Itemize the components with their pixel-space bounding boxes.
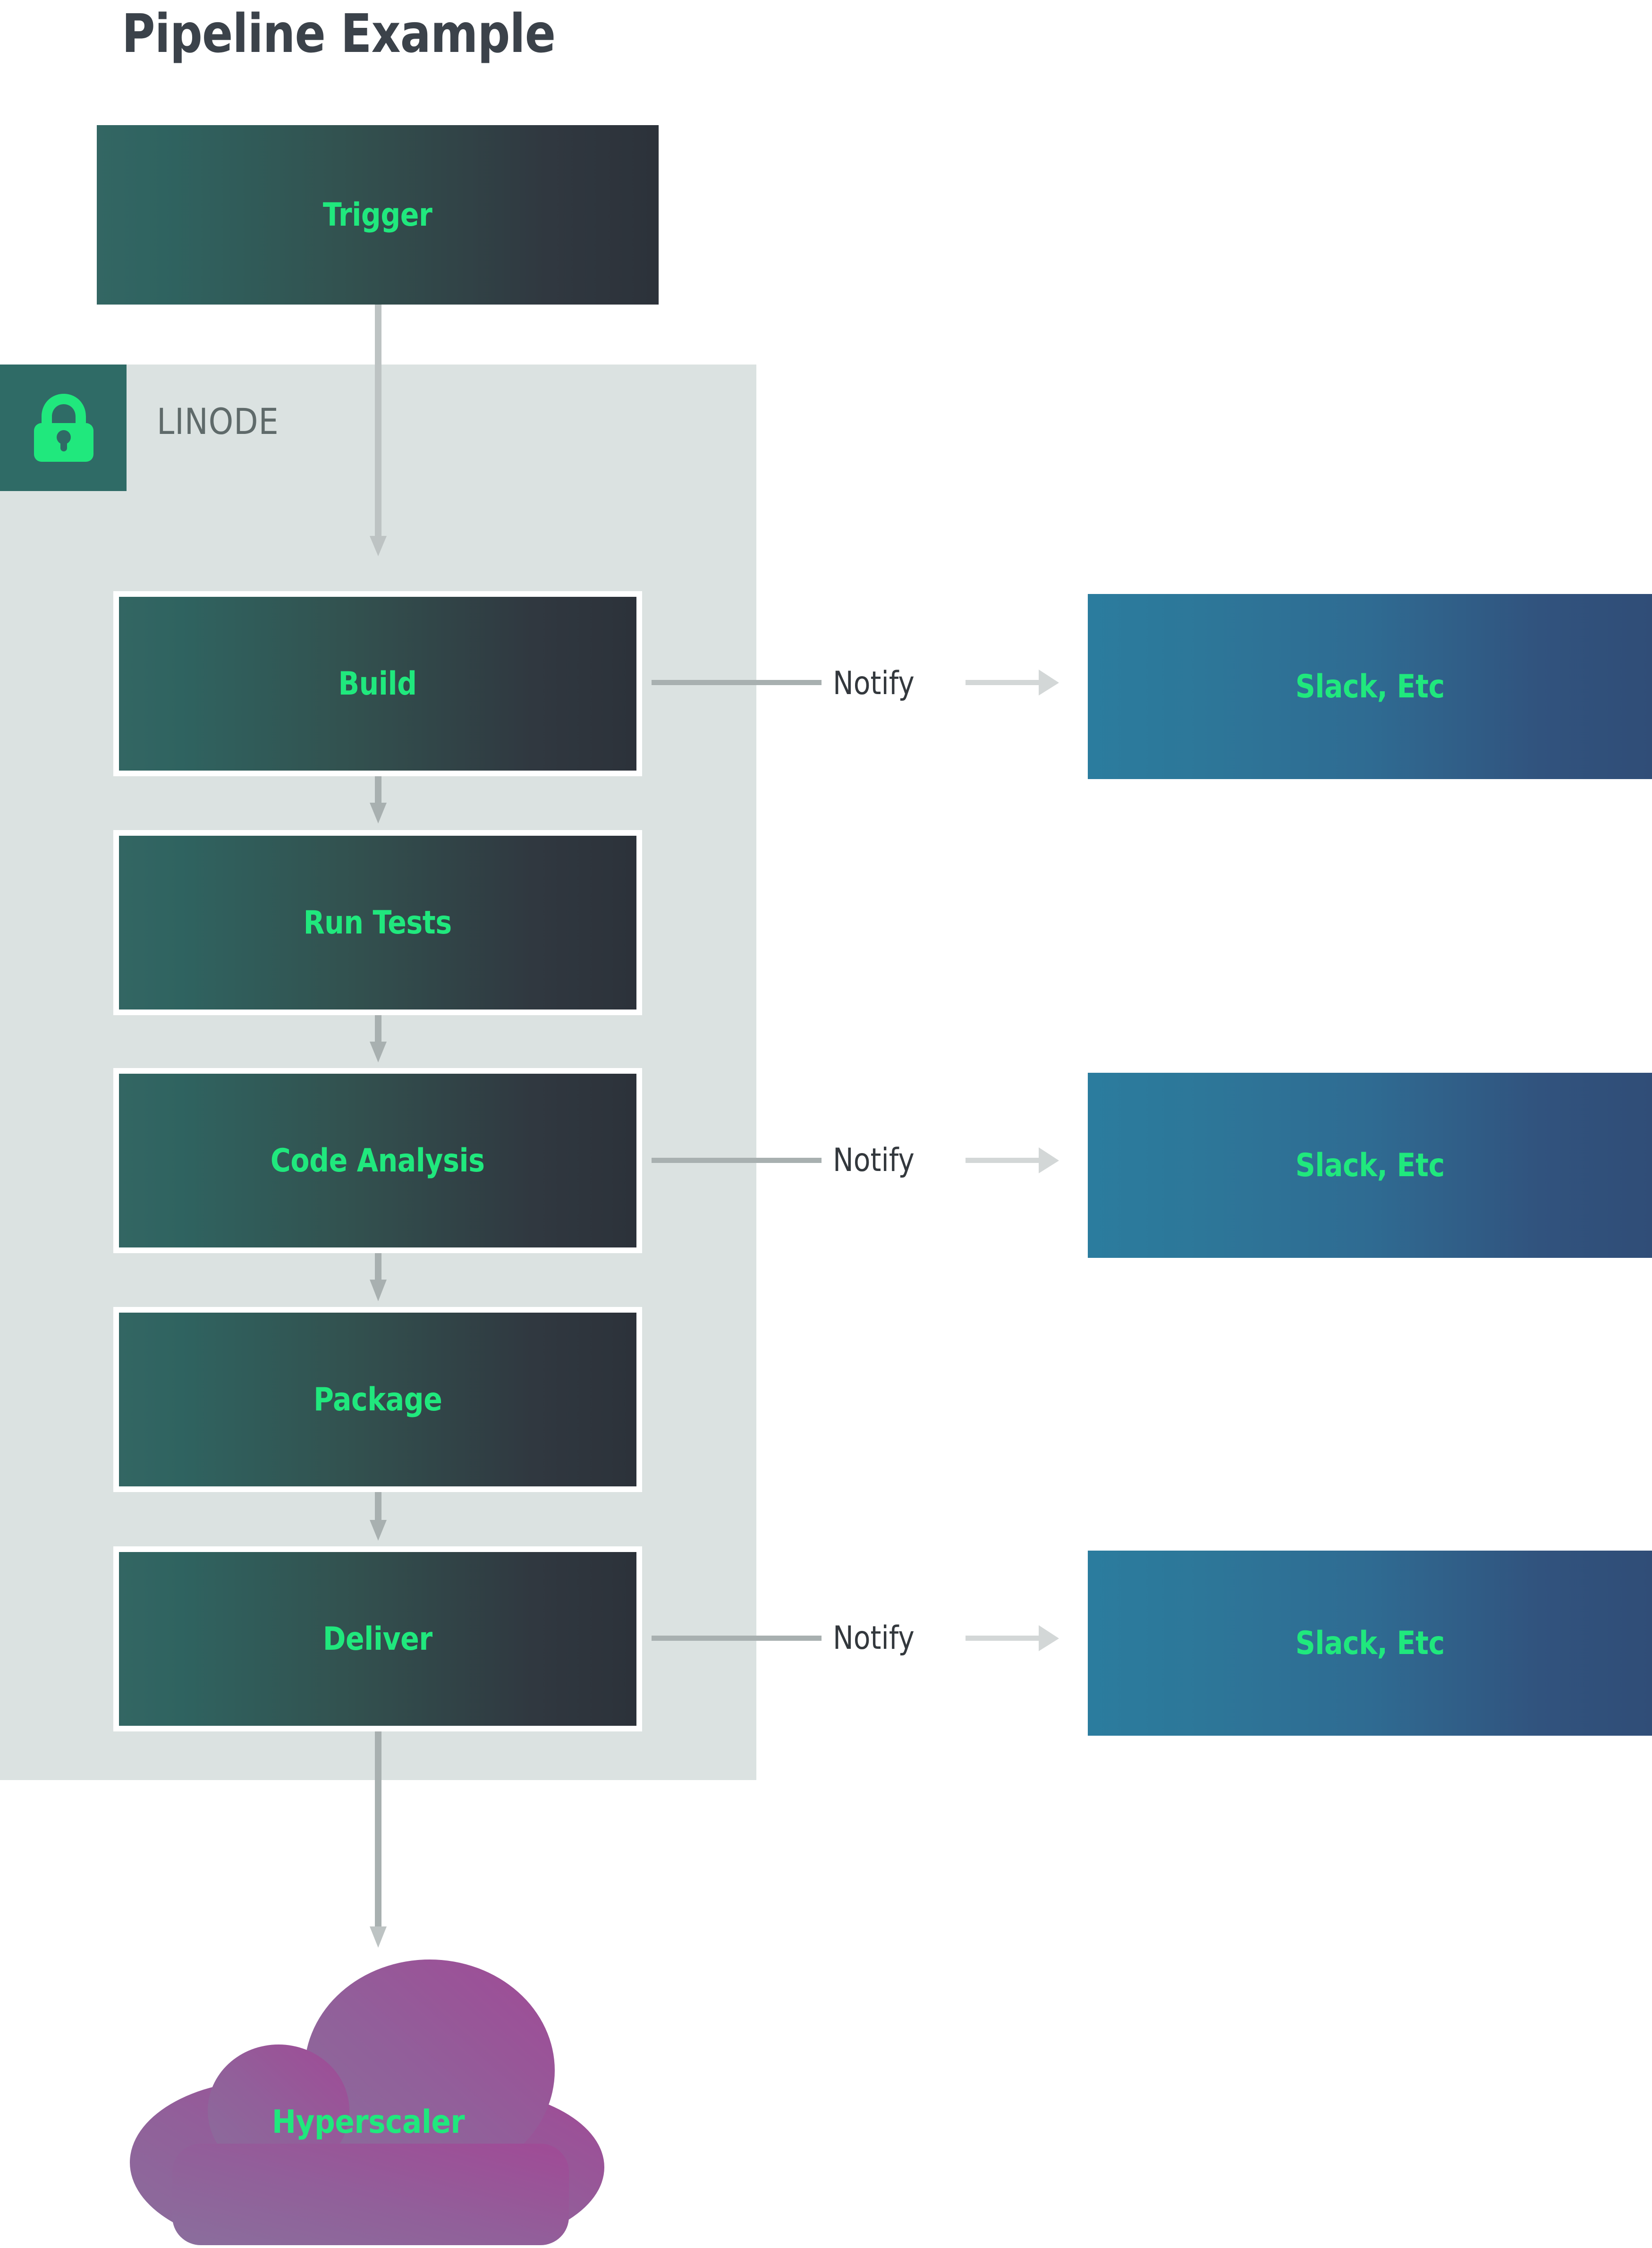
stage-box-deliver[interactable]: Deliver	[113, 1546, 642, 1731]
stage-box-run-tests[interactable]: Run Tests	[113, 830, 642, 1015]
stage-box-trigger[interactable]: Trigger	[97, 125, 659, 305]
notify-edge-label-2: Notify	[833, 1142, 915, 1179]
notify-target-box-2[interactable]: Slack, Etc	[1088, 1073, 1652, 1258]
linode-zone-label: LINODE	[157, 400, 279, 442]
stage-box-package[interactable]: Package	[113, 1307, 642, 1492]
notify-edge-label-1: Notify	[833, 665, 915, 702]
notify-target-box-3[interactable]: Slack, Etc	[1088, 1551, 1652, 1736]
lock-icon-badge	[0, 365, 127, 491]
stage-label: Package	[313, 1381, 442, 1418]
lock-icon	[34, 394, 93, 462]
stage-label: Run Tests	[303, 904, 452, 942]
destination-cloud-shape[interactable]	[127, 1955, 609, 2245]
page-title: Pipeline Example	[122, 3, 556, 65]
destination-label: Hyperscaler	[271, 2104, 465, 2141]
stage-box-code-analysis[interactable]: Code Analysis	[113, 1068, 642, 1253]
notify-target-label: Slack, Etc	[1295, 1624, 1445, 1662]
stage-label: Deliver	[323, 1620, 432, 1658]
notify-target-label: Slack, Etc	[1295, 1146, 1445, 1184]
stage-label: Trigger	[323, 196, 432, 234]
stage-label: Code Analysis	[271, 1142, 485, 1179]
notify-target-box-1[interactable]: Slack, Etc	[1088, 594, 1652, 779]
stage-box-build[interactable]: Build	[113, 591, 642, 776]
stage-label: Build	[338, 665, 417, 703]
cloud-icon	[130, 1960, 604, 2245]
notify-target-label: Slack, Etc	[1295, 668, 1445, 705]
notify-edge-label-3: Notify	[833, 1620, 915, 1657]
